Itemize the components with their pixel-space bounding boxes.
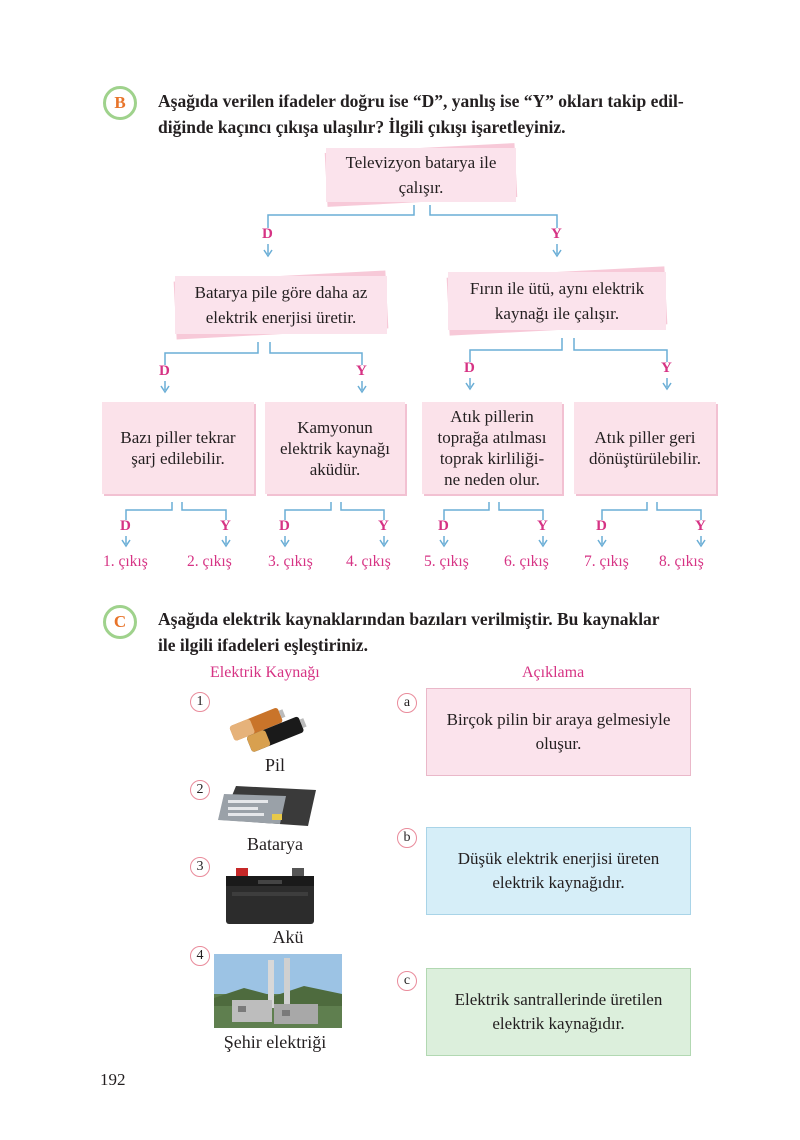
- source-number: 1: [190, 692, 210, 712]
- source-number: 4: [190, 946, 210, 966]
- page-number: 192: [100, 1070, 126, 1089]
- source-label: Batarya: [247, 834, 303, 854]
- car-battery-image: [226, 868, 314, 924]
- true-label: D: [438, 518, 449, 534]
- left-statement-card: Batarya pile göre daha az elektrik enerj…: [173, 270, 389, 340]
- false-label: Y: [537, 518, 548, 534]
- source-label: Akü: [272, 927, 304, 947]
- source-number: 3: [190, 857, 210, 877]
- exit-6-option[interactable]: 6. çıkış: [504, 553, 549, 570]
- instruction-line: ile ilgili ifadeleri eşleştiriniz.: [158, 635, 368, 655]
- leaf-statement-card-1: Bazı piller tekrar şarj edilebilir.: [102, 402, 254, 494]
- statement-line: dönüştürülebilir.: [589, 449, 701, 468]
- statement-line: aküdür.: [309, 459, 361, 479]
- statement-line: elektrik enerjisi üretir.: [205, 308, 357, 327]
- true-label: D: [262, 226, 273, 242]
- false-label: Y: [661, 360, 672, 376]
- false-label: Y: [220, 518, 231, 534]
- leaf-statement-card-2: Kamyonun elektrik kaynağı aküdür.: [265, 402, 405, 494]
- battery-cell-image: [229, 708, 307, 752]
- section-b-badge: B: [103, 86, 137, 120]
- leaf-statement-card-4: Atık piller geri dönüştürülebilir.: [574, 402, 716, 494]
- exit-7-option[interactable]: 7. çıkış: [584, 553, 629, 570]
- power-plant-image: [214, 954, 342, 1028]
- section-b-instruction: Aşağıda verilen ifadeler doğru ise “D”, …: [158, 88, 738, 140]
- section-c-instruction: Aşağıda elektrik kaynaklarından bazıları…: [158, 606, 738, 658]
- statement-line: ne neden olur.: [444, 470, 540, 489]
- statement-line: Bazı piller tekrar: [120, 428, 236, 447]
- statement-line: Televizyon batarya ile: [345, 153, 497, 172]
- column-heading-sources: Elektrik Kaynağı: [210, 664, 320, 681]
- exit-8-option[interactable]: 8. çıkış: [659, 553, 704, 570]
- statement-line: Atık pillerin: [450, 407, 534, 426]
- instruction-line: Aşağıda verilen ifadeler doğru ise “D”, …: [158, 91, 684, 111]
- true-label: D: [464, 360, 475, 376]
- right-statement-card: Fırın ile ütü, aynı elektrik kaynağı ile…: [446, 266, 668, 336]
- true-label: D: [596, 518, 607, 534]
- battery-pack-image: [218, 786, 316, 826]
- statement-line: çalışır.: [398, 178, 444, 197]
- exit-5-option[interactable]: 5. çıkış: [424, 553, 469, 570]
- description-box-b[interactable]: Düşük elektrik enerjisi üreten elektrik …: [426, 827, 691, 915]
- source-number: 2: [190, 780, 210, 800]
- statement-line: kaynağı ile çalışır.: [494, 304, 620, 323]
- description-letter: b: [397, 828, 417, 848]
- statement-line: Batarya pile göre daha az: [194, 283, 368, 302]
- description-line: oluşur.: [535, 734, 582, 753]
- false-label: Y: [356, 363, 367, 379]
- instruction-line: Aşağıda elektrik kaynaklarından bazıları…: [158, 609, 660, 629]
- true-label: D: [279, 518, 290, 534]
- statement-line: toprak kirliliği-: [439, 449, 545, 468]
- exit-1-option[interactable]: 1. çıkış: [103, 553, 148, 570]
- false-label: Y: [378, 518, 389, 534]
- source-label: Şehir elektriği: [223, 1032, 327, 1052]
- section-c-badge: C: [103, 605, 137, 639]
- description-line: Düşük elektrik enerjisi üreten: [457, 849, 660, 868]
- statement-line: şarj edilebilir.: [131, 449, 225, 468]
- statement-line: toprağa atılması: [437, 428, 547, 447]
- description-letter: c: [397, 971, 417, 991]
- statement-line: Atık piller geri: [594, 428, 696, 447]
- description-box-a[interactable]: Birçok pilin bir araya gelmesiyle oluşur…: [426, 688, 691, 776]
- statement-line: Fırın ile ütü, aynı elektrik: [469, 279, 645, 298]
- false-label: Y: [695, 518, 706, 534]
- true-label: D: [159, 363, 170, 379]
- exit-4-option[interactable]: 4. çıkış: [346, 553, 391, 570]
- description-line: elektrik kaynağıdır.: [492, 1014, 625, 1033]
- exit-3-option[interactable]: 3. çıkış: [268, 553, 313, 570]
- description-line: Elektrik santrallerinde üretilen: [454, 990, 663, 1009]
- statement-line: Kamyonun: [297, 417, 373, 437]
- instruction-line: diğinde kaçıncı çıkışa ulaşılır? İlgili …: [158, 117, 566, 137]
- description-box-c[interactable]: Elektrik santrallerinde üretilen elektri…: [426, 968, 691, 1056]
- description-line: elektrik kaynağıdır.: [492, 873, 625, 892]
- description-line: Birçok pilin bir araya gelmesiyle: [446, 710, 671, 729]
- exit-2-option[interactable]: 2. çıkış: [187, 553, 232, 570]
- column-heading-descriptions: Açıklama: [522, 664, 585, 681]
- true-label: D: [120, 518, 131, 534]
- statement-line: elektrik kaynağı: [280, 438, 390, 458]
- false-label: Y: [551, 226, 562, 242]
- root-statement-card: Televizyon batarya ile çalışır.: [324, 143, 518, 207]
- source-label: Pil: [264, 755, 285, 775]
- leaf-statement-card-3: Atık pillerin toprağa atılması toprak ki…: [422, 402, 562, 494]
- description-letter: a: [397, 693, 417, 713]
